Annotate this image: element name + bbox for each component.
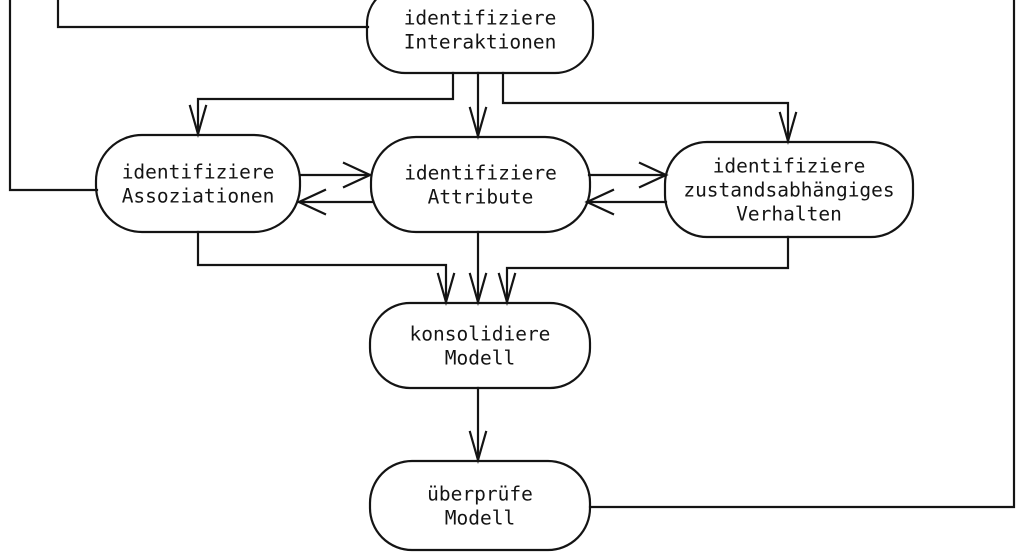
edge-ueberpruefe-feedback-right — [588, 0, 1016, 509]
edge-feedback-top-left-to-interaktionen — [56, 0, 370, 29]
arrowhead-down-icon — [468, 272, 488, 307]
edge-attribute-to-konsolidiere — [468, 230, 488, 307]
edge-attribute-to-verhalten — [587, 161, 669, 189]
arrowhead-down-icon — [468, 430, 488, 465]
edge-line — [588, 0, 1016, 509]
edge-interaktionen-to-attribute — [468, 71, 488, 141]
edge-interaktionen-to-verhalten — [501, 71, 798, 146]
edge-verhalten-to-konsolidiere — [497, 235, 790, 307]
node-shape — [368, 301, 592, 390]
edge-assoziationen-to-attribute — [298, 161, 373, 189]
arrowhead-down-icon — [468, 106, 488, 141]
arrowhead-left-icon — [296, 188, 327, 216]
edge-line — [196, 230, 448, 304]
arrowhead-down-icon — [778, 111, 798, 146]
arrowhead-down-icon — [497, 272, 517, 307]
arrowhead-right-icon — [342, 161, 373, 189]
edge-interaktionen-to-assoziationen — [188, 71, 455, 139]
edge-assoziationen-to-konsolidiere — [196, 230, 456, 307]
arrowhead-down-icon — [436, 272, 456, 307]
node-shape — [368, 459, 592, 552]
arrowhead-down-icon — [188, 104, 208, 139]
node-shape — [365, 0, 595, 75]
edge-line — [56, 0, 370, 29]
node-shape — [369, 135, 592, 234]
edge-konsolidiere-to-ueberpruefe — [468, 386, 488, 465]
edge-line — [501, 71, 790, 143]
edge-attribute-to-assoziationen — [296, 188, 374, 216]
edge-line — [505, 235, 790, 304]
arrowhead-right-icon — [638, 161, 669, 189]
arrowhead-left-icon — [584, 188, 615, 216]
edge-line — [196, 71, 455, 136]
edge-line — [8, 0, 99, 192]
edge-verhalten-to-attribute — [584, 188, 668, 216]
edge-feedback-far-left-to-assoziationen — [8, 0, 99, 192]
